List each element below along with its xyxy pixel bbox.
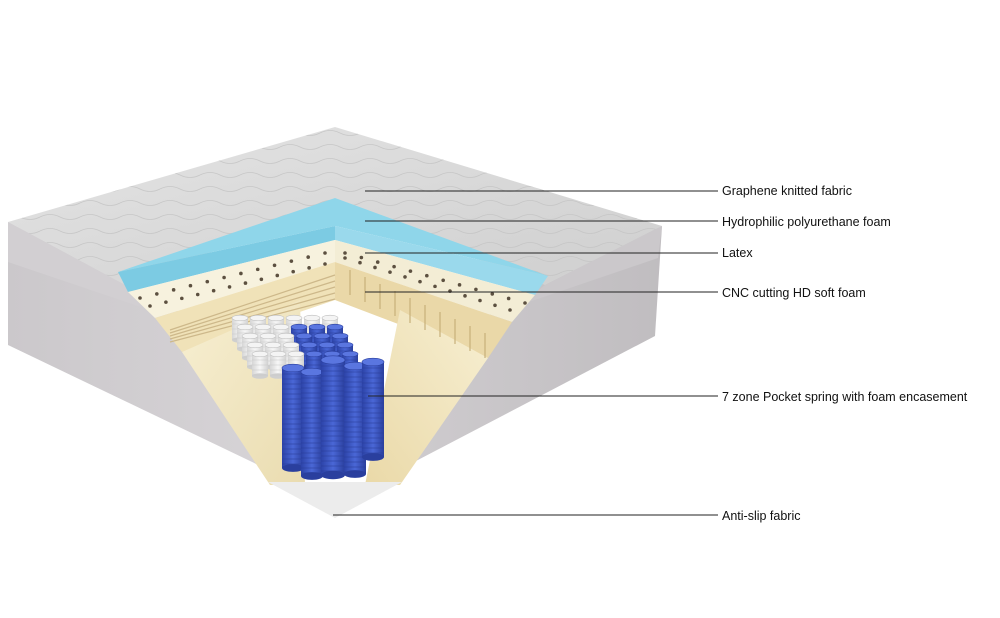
latex-hole [490, 292, 495, 296]
latex-hole [418, 279, 422, 284]
latex-hole [408, 269, 413, 273]
foam-encasement-right [365, 310, 488, 485]
label-hydrophilic-polyurethane-foam: Hydrophilic polyurethane foam [722, 215, 891, 229]
blue-spring [281, 363, 305, 472]
latex-hole [195, 292, 200, 297]
latex-hole [171, 288, 176, 292]
latex-hole [403, 275, 407, 279]
groove [169, 280, 336, 334]
latex-hole [478, 298, 482, 303]
white-spring [251, 350, 269, 379]
latex-hole [222, 275, 226, 280]
hydrophilic-foam-front-left [118, 226, 335, 292]
latex-hole [272, 263, 277, 268]
label-latex: Latex [722, 246, 753, 260]
label-pocket-spring: 7 zone Pocket spring with foam encasemen… [722, 390, 968, 404]
latex-hole [323, 251, 327, 255]
latex-hole [180, 296, 184, 301]
blue-spring [320, 355, 346, 480]
top-edge-band-left [8, 222, 150, 310]
latex-hole [323, 262, 327, 266]
groove [169, 274, 336, 331]
latex-hole [358, 260, 362, 265]
latex-hole [493, 303, 497, 308]
blue-spring [361, 357, 385, 461]
latex-hole [148, 304, 152, 308]
latex-hole [255, 267, 260, 272]
hydrophilic-foam-front-right [335, 226, 548, 295]
latex-hole [239, 271, 243, 276]
latex-layer-right [335, 240, 535, 322]
latex-hole [388, 270, 392, 274]
latex-hole [433, 284, 437, 289]
latex-hole [205, 279, 210, 284]
latex-hole [463, 294, 467, 298]
latex-hole [392, 264, 396, 269]
latex-hole [259, 277, 264, 282]
label-cnc-cutting-hd-soft-foam: CNC cutting HD soft foam [722, 286, 866, 300]
latex-hole [343, 256, 347, 260]
latex-hole [523, 301, 527, 305]
latex-hole [289, 259, 294, 263]
latex-perforations [138, 251, 527, 312]
latex-hole [508, 308, 512, 312]
latex-layer-left [128, 240, 335, 318]
latex-hole [227, 285, 232, 289]
latex-hole [155, 292, 159, 296]
latex-hole [211, 288, 216, 293]
latex-hole [275, 273, 280, 278]
latex-hole [359, 255, 364, 260]
fabric-texture [8, 127, 662, 285]
hd-foam-layer-left [155, 262, 335, 352]
latex-hole [306, 255, 310, 259]
latex-hole [291, 269, 295, 274]
anti-slip-fabric-bottom [268, 482, 402, 518]
latex-hole [138, 296, 142, 300]
latex-hole [343, 251, 347, 255]
cnc-cut-grooves [169, 270, 486, 358]
latex-hole [375, 260, 380, 264]
hd-foam-layer-right [335, 262, 512, 358]
latex-hole [425, 273, 429, 278]
latex-hole [188, 283, 193, 288]
pocket-springs [231, 314, 385, 480]
latex-hole [457, 283, 462, 287]
groove [169, 286, 336, 337]
leader-lines [333, 190, 718, 516]
blue-spring [300, 367, 324, 480]
latex-hole [243, 281, 248, 285]
label-graphene-knitted-fabric: Graphene knitted fabric [722, 184, 852, 198]
label-anti-slip-fabric: Anti-slip fabric [722, 509, 801, 523]
latex-hole [373, 265, 377, 270]
latex-hole [441, 278, 445, 283]
top-edge-band-right [520, 226, 662, 305]
latex-hole [506, 296, 511, 301]
latex-hole [307, 266, 311, 270]
latex-hole [164, 300, 168, 304]
latex-hole [474, 287, 478, 292]
hydrophilic-foam-layer [118, 198, 548, 276]
